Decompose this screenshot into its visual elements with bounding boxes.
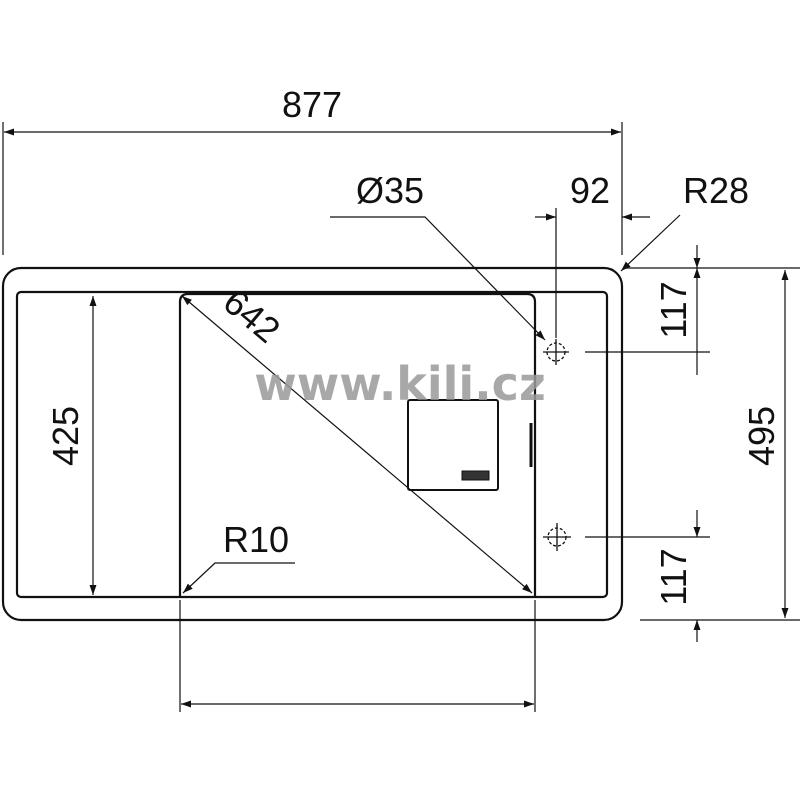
label-117-top: 117	[653, 281, 694, 338]
label-92: 92	[570, 170, 610, 211]
leader-r28	[620, 214, 681, 272]
dim-line-642	[181, 295, 533, 594]
label-r10: R10	[223, 519, 289, 560]
label-495: 495	[741, 406, 782, 466]
sink-outline	[1, 266, 624, 622]
leader-r10	[182, 562, 295, 594]
drain-grille	[461, 470, 490, 481]
watermark: www.kili.cz	[254, 357, 545, 411]
label-117-bottom: 117	[653, 548, 694, 605]
bowl-outline	[178, 292, 537, 597]
label-877: 877	[282, 84, 342, 125]
tap-hole-top	[543, 339, 569, 365]
leader-dia35	[330, 216, 546, 341]
sink-rim	[15, 290, 609, 599]
tap-hole-bottom	[543, 523, 571, 551]
label-425: 425	[45, 406, 86, 466]
label-r28: R28	[683, 170, 749, 211]
label-dia35: Ø35	[356, 170, 424, 211]
